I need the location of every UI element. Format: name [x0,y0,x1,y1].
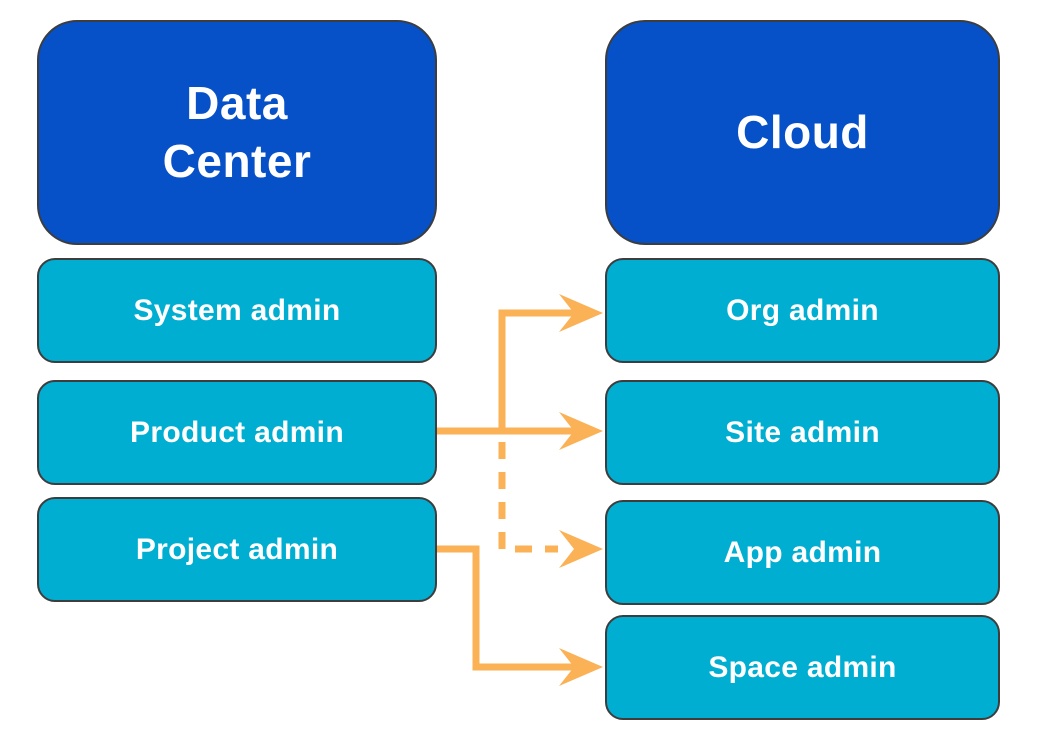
arrowhead-space-icon [559,648,603,686]
arrow-product-to-app [498,442,558,553]
arrow-project-to-space [437,545,574,671]
node-site-admin: Site admin [605,380,1000,485]
node-project-admin: Project admin [37,497,437,602]
node-system-admin: System admin [37,258,437,363]
node-org-admin: Org admin [605,258,1000,363]
arrowhead-org-icon [559,294,603,332]
arrow-product-to-org [498,309,574,431]
node-label: App admin [723,535,882,569]
node-label: Cloud [736,105,869,158]
node-label: Org admin [726,293,879,327]
arrowhead-app-icon [559,530,603,568]
node-label: Product admin [130,415,344,449]
node-label: Site admin [725,415,880,449]
node-label: System admin [133,293,341,327]
node-space-admin: Space admin [605,615,1000,720]
node-label: Data Center [162,77,312,187]
arrowhead-site-icon [559,412,603,450]
node-product-admin: Product admin [37,380,437,485]
node-label: Project admin [135,532,339,566]
node-cloud-header: Cloud [605,20,1000,245]
node-label: Space admin [708,650,897,684]
node-app-admin: App admin [605,500,1000,605]
node-data-center-header: Data Center [37,20,437,245]
